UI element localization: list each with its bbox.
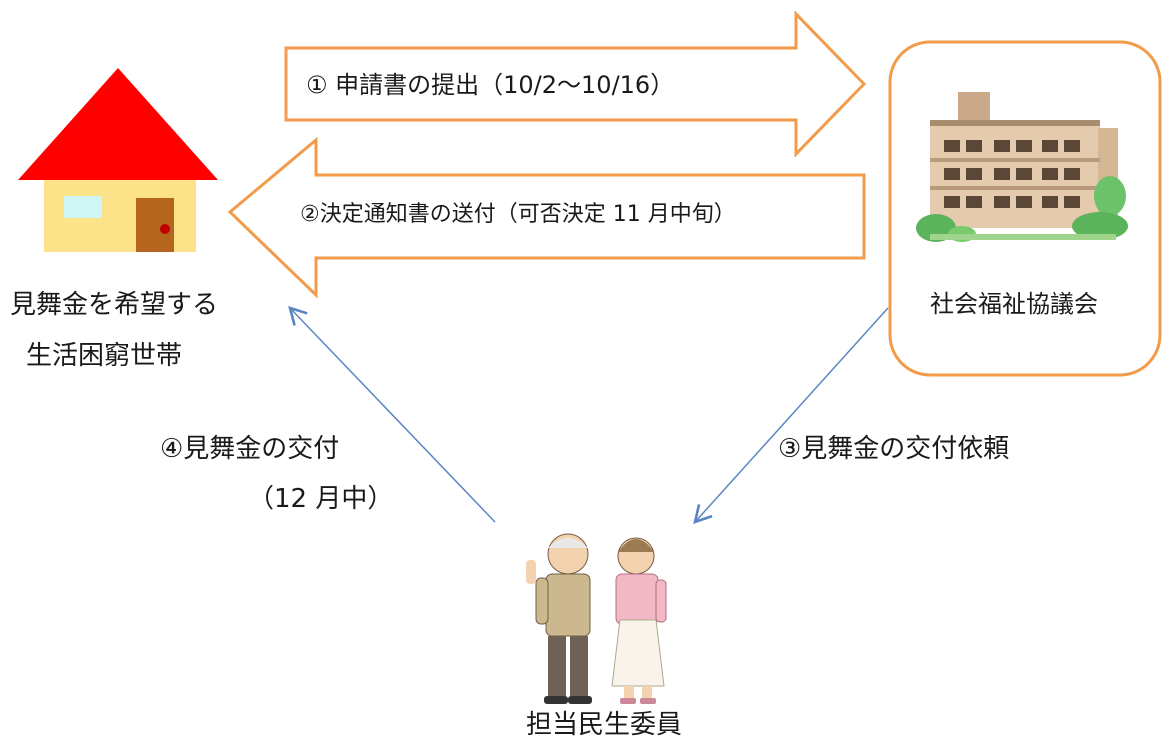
step1-label: ① 申請書の提出（10/2～10/16）	[306, 71, 675, 99]
building-icon	[916, 92, 1128, 242]
household-label-line1: 見舞金を希望する	[10, 290, 219, 320]
step3-label: ③見舞金の交付依頼	[778, 434, 1010, 464]
commissioner-label: 担当民生委員	[526, 710, 683, 740]
elderly-couple-icon	[526, 533, 667, 704]
submit-arrow	[284, 10, 867, 158]
step2-label: ②決定通知書の送付（可否決定 11 月中旬）	[300, 202, 736, 227]
household-label-line2: 生活困窮世帯	[26, 341, 183, 371]
notice-arrow	[227, 136, 866, 299]
grant-arrow	[288, 306, 496, 523]
step4-label-line2: （12 月中）	[248, 484, 394, 514]
step4-label-line1: ④見舞金の交付	[160, 434, 340, 464]
council-label: 社会福祉協議会	[930, 290, 1098, 318]
request-arrow	[693, 307, 889, 525]
house-icon	[18, 68, 218, 252]
